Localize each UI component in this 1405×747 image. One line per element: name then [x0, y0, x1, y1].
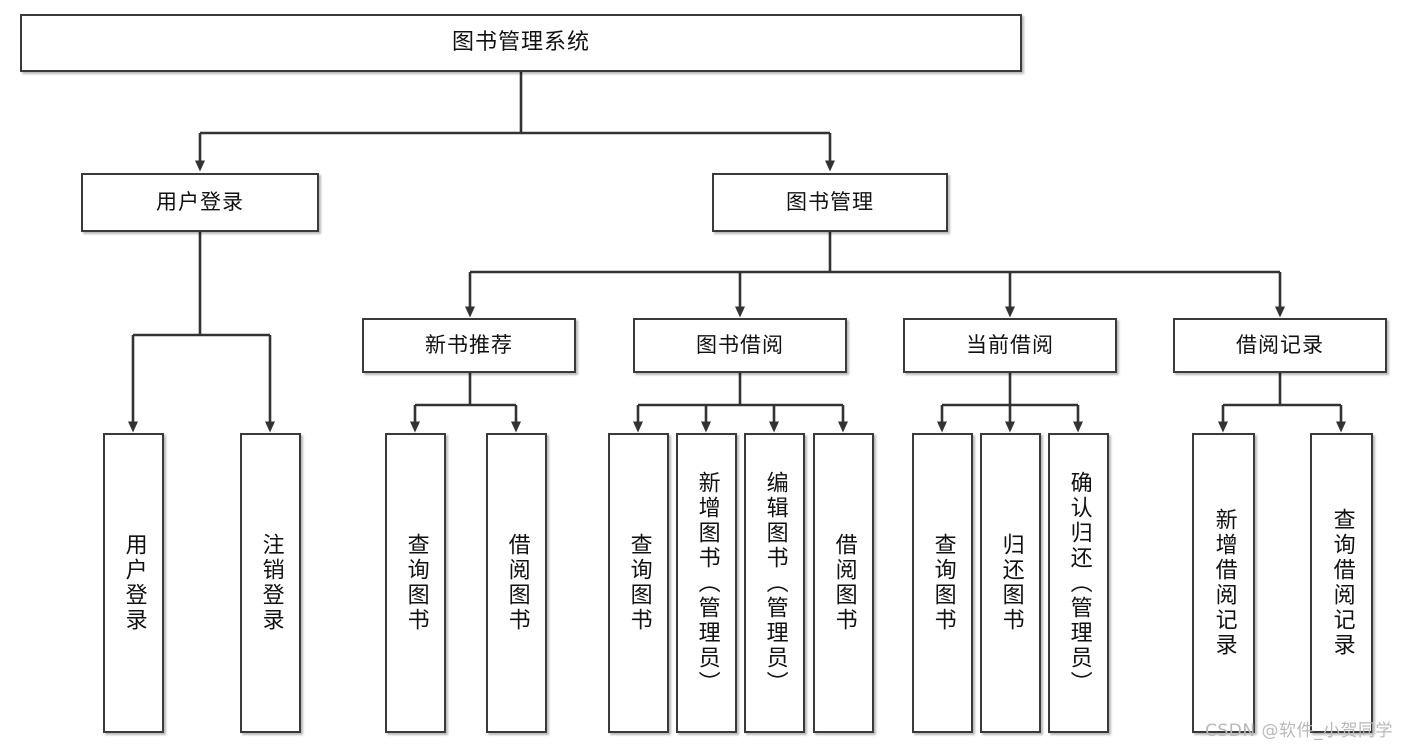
node-label: 归还图书 — [998, 533, 1024, 633]
node-label: 借阅图书 — [831, 533, 857, 633]
node-label: 查询借阅记录 — [1329, 508, 1355, 658]
leaf-edit-book-admin[interactable]: 编辑图书（管理员） — [744, 433, 805, 733]
node-label: 新增图书（管理员） — [694, 470, 720, 696]
node-label: 新增借阅记录 — [1211, 508, 1237, 658]
node-label: 图书借阅 — [696, 333, 784, 358]
node-label: 借阅记录 — [1236, 333, 1324, 358]
node-label: 编辑图书（管理员） — [762, 470, 788, 696]
node-label: 用户登录 — [121, 533, 147, 633]
node-label: 图书管理系统 — [451, 30, 590, 56]
node-book-borrow[interactable]: 图书借阅 — [633, 318, 847, 373]
leaf-query-book-recommend[interactable]: 查询图书 — [385, 433, 446, 733]
node-new-book-recommend[interactable]: 新书推荐 — [362, 318, 576, 373]
leaf-user-login[interactable]: 用户登录 — [103, 433, 164, 733]
leaf-add-book-admin[interactable]: 新增图书（管理员） — [676, 433, 737, 733]
leaf-add-borrow-record[interactable]: 新增借阅记录 — [1192, 433, 1255, 733]
leaf-borrow-book[interactable]: 借阅图书 — [813, 433, 874, 733]
node-label: 图书管理 — [786, 190, 874, 215]
node-label: 新书推荐 — [425, 333, 513, 358]
leaf-query-book-borrow[interactable]: 查询图书 — [608, 433, 669, 733]
node-label: 借阅图书 — [504, 533, 530, 633]
node-root-book-management-system[interactable]: 图书管理系统 — [20, 14, 1022, 72]
node-label: 注销登录 — [258, 533, 284, 633]
node-label: 当前借阅 — [966, 333, 1054, 358]
node-label: 查询图书 — [626, 533, 652, 633]
node-user-login[interactable]: 用户登录 — [81, 173, 319, 232]
leaf-borrow-book-recommend[interactable]: 借阅图书 — [486, 433, 547, 733]
leaf-confirm-return-admin[interactable]: 确认归还（管理员） — [1048, 433, 1109, 733]
node-current-borrow[interactable]: 当前借阅 — [903, 318, 1117, 373]
leaf-query-book-current[interactable]: 查询图书 — [912, 433, 973, 733]
node-label: 确认归还（管理员） — [1066, 470, 1092, 696]
leaf-return-book[interactable]: 归还图书 — [980, 433, 1041, 733]
node-label: 查询图书 — [930, 533, 956, 633]
node-book-management[interactable]: 图书管理 — [712, 173, 948, 232]
watermark: CSDN @软件_小贺同学 — [1205, 721, 1393, 741]
leaf-logout[interactable]: 注销登录 — [240, 433, 301, 733]
node-label: 用户登录 — [156, 190, 244, 215]
node-label: 查询图书 — [403, 533, 429, 633]
leaf-query-borrow-record[interactable]: 查询借阅记录 — [1310, 433, 1373, 733]
node-borrow-record[interactable]: 借阅记录 — [1173, 318, 1387, 373]
